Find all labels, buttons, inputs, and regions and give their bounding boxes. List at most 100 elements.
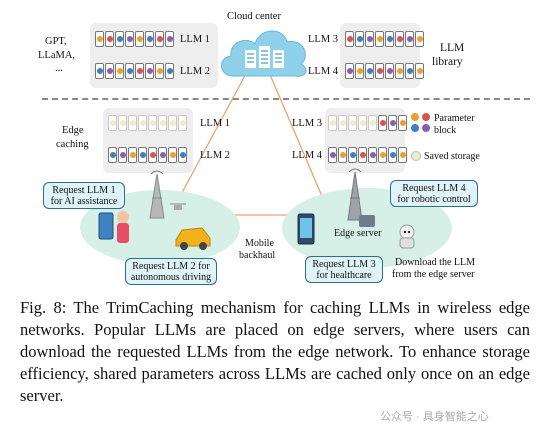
library-models-label-1: GPT, <box>45 36 67 47</box>
parameter-block <box>168 147 177 163</box>
library-llm2-label: LLM 2 <box>180 66 211 77</box>
callout-request-llm2: Request LLM 2 for autonomous driving <box>125 258 217 285</box>
figure-caption: Fig. 8: The TrimCaching mechanism for ca… <box>20 298 530 405</box>
callout-request-llm2-line2: autonomous driving <box>130 272 212 283</box>
parameter-block <box>145 63 154 79</box>
drone-icon <box>170 203 186 210</box>
parameter-block <box>138 147 147 163</box>
callout-request-llm3-line1: Request LLM 3 <box>312 259 376 270</box>
parameter-block <box>348 115 357 131</box>
callout-request-llm2-line1: Request LLM 2 for <box>132 261 210 272</box>
parameter-block <box>395 63 404 79</box>
parameter-block <box>125 31 134 47</box>
parameter-block <box>378 115 387 131</box>
edge-llm1-blocks <box>108 115 187 131</box>
callout-request-llm3: Request LLM 3 for healthcare <box>305 256 383 283</box>
library-llm1-label: LLM 1 <box>180 34 211 45</box>
parameter-block <box>338 115 347 131</box>
callout-request-llm4-line1: Request LLM 4 <box>402 183 466 194</box>
parameter-block <box>345 31 354 47</box>
parameter-block <box>375 31 384 47</box>
parameter-block <box>388 115 397 131</box>
parameter-block <box>355 63 364 79</box>
callout-request-llm1-line1: Request LLM 1 <box>52 185 116 196</box>
base-station-icon-right <box>347 168 363 221</box>
parameter-block <box>368 147 377 163</box>
parameter-block <box>358 147 367 163</box>
callout-request-llm1-line2: for AI assistance <box>50 196 118 207</box>
parameter-block <box>415 63 424 79</box>
parameter-block <box>115 31 124 47</box>
parameter-block <box>138 115 147 131</box>
user-with-phone-icon <box>98 211 129 243</box>
legend-saved-storage-label: Saved storage <box>424 151 480 162</box>
callout-request-llm3-line2: for healthcare <box>316 270 372 281</box>
parameter-block <box>95 31 104 47</box>
parameter-block <box>108 115 117 131</box>
library-llm4-label: LLM 4 <box>308 66 339 77</box>
robot-icon <box>399 224 415 249</box>
car-icon <box>175 227 211 250</box>
parameter-block <box>165 31 174 47</box>
parameter-block <box>368 115 377 131</box>
edge-llm4-blocks <box>328 147 407 163</box>
parameter-block <box>118 147 127 163</box>
callout-request-llm1: Request LLM 1 for AI assistance <box>43 182 125 209</box>
edge-llm4-label: LLM 4 <box>292 150 323 161</box>
library-models-label-2: LLaMA, <box>38 50 76 61</box>
parameter-block <box>118 115 127 131</box>
parameter-block <box>105 63 114 79</box>
parameter-block <box>398 147 407 163</box>
legend-parameter-label-2: block <box>434 125 457 136</box>
parameter-block-legend-icon <box>411 113 430 132</box>
parameter-block <box>375 63 384 79</box>
parameter-block <box>135 31 144 47</box>
edge-llm2-label: LLM 2 <box>200 150 231 161</box>
parameter-block <box>165 63 174 79</box>
mobile-backhaul-label-2: backhaul <box>239 250 276 261</box>
parameter-block <box>105 31 114 47</box>
parameter-block <box>128 147 137 163</box>
parameter-block <box>328 115 337 131</box>
library-llm4-blocks <box>345 63 424 79</box>
library-llm3-blocks <box>345 31 424 47</box>
parameter-block <box>365 31 374 47</box>
parameter-block <box>348 147 357 163</box>
parameter-block <box>388 147 397 163</box>
parameter-block <box>115 63 124 79</box>
parameter-block <box>405 31 414 47</box>
parameter-block <box>345 63 354 79</box>
callout-request-llm4: Request LLM 4 for robotic control <box>390 180 478 207</box>
edge-llm3-blocks <box>328 115 407 131</box>
legend-parameter-label-1: Parameter <box>434 113 475 124</box>
edge-caching-label-2: caching <box>56 139 89 150</box>
parameter-block <box>155 63 164 79</box>
parameter-block <box>108 147 117 163</box>
parameter-block <box>355 31 364 47</box>
parameter-block <box>148 115 157 131</box>
library-models-label-3: ... <box>55 63 63 74</box>
download-label-1: Download the LLM <box>395 257 475 268</box>
parameter-block <box>398 115 407 131</box>
parameter-block <box>415 31 424 47</box>
edge-server-label: Edge server <box>334 228 382 239</box>
mobile-backhaul-label-1: Mobile <box>245 238 274 249</box>
parameter-block <box>358 115 367 131</box>
parameter-block <box>385 63 394 79</box>
parameter-block <box>148 147 157 163</box>
cloud-icon <box>221 30 307 77</box>
parameter-block <box>405 63 414 79</box>
parameter-block <box>338 147 347 163</box>
cloud-center-label: Cloud center <box>227 11 281 22</box>
edge-llm1-label: LLM 1 <box>200 118 231 129</box>
parameter-block <box>168 115 177 131</box>
edge-caching-label-1: Edge <box>62 125 84 136</box>
parameter-block <box>378 147 387 163</box>
parameter-block <box>125 63 134 79</box>
parameter-block <box>145 31 154 47</box>
parameter-block <box>328 147 337 163</box>
parameter-block <box>95 63 104 79</box>
edge-llm3-label: LLM 3 <box>292 118 323 129</box>
download-label-2: from the edge server <box>392 269 475 280</box>
section-divider <box>42 98 530 100</box>
